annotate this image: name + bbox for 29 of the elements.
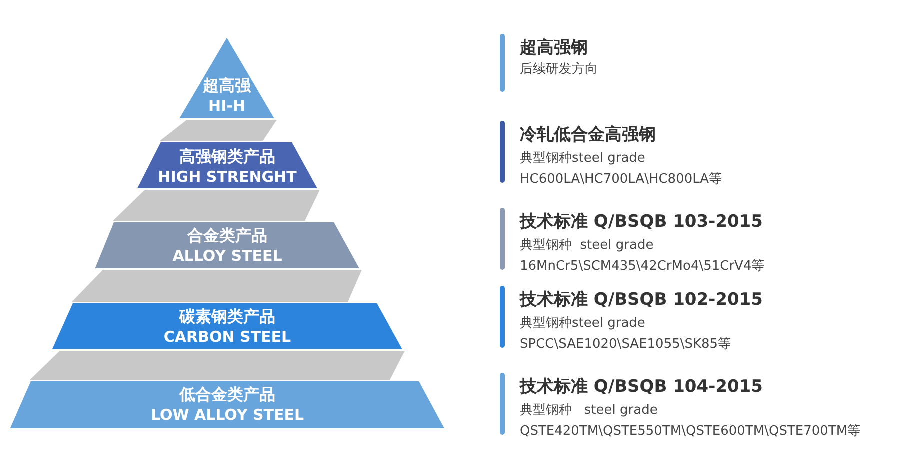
- note: 典型钢种 steel grade: [520, 237, 654, 254]
- heading: 冷轧低合金高强钢: [520, 124, 656, 146]
- heading: 技术标准 Q/BSQB 102-2015: [520, 289, 763, 311]
- grade-list: 16MnCr5\SCM435\42CrMo4\51CrV4等: [520, 257, 765, 275]
- pyramid-tier: [93, 221, 362, 270]
- tier-subtitle: HI-H: [208, 97, 246, 115]
- tier-subtitle: LOW ALLOY STEEL: [150, 406, 306, 424]
- tier-title: 超高强: [202, 76, 252, 97]
- heading: 技术标准 Q/BSQB 103-2015: [520, 211, 763, 233]
- grade-list: HC600LA\HC700LA\HC800LA等: [520, 170, 722, 188]
- tier-title: 合金类产品: [186, 226, 268, 247]
- note: 后续研发方向: [520, 61, 598, 78]
- note: 典型钢种steel grade: [520, 315, 646, 332]
- tier-title: 低合金类产品: [178, 385, 276, 406]
- pyramid-tier: [135, 141, 320, 190]
- tier-title: 高强钢类产品: [178, 147, 276, 168]
- grade-list: QSTE420TM\QSTE550TM\QSTE600TM\QSTE700TM等: [520, 422, 861, 440]
- tier-subtitle: CARBON STEEL: [162, 328, 292, 346]
- grade-list: SPCC\SAE1020\SAE1055\SK85等: [520, 335, 732, 353]
- tier-subtitle: ALLOY STEEL: [172, 247, 284, 265]
- note: 典型钢种steel grade: [520, 150, 646, 167]
- tier-subtitle: HIGH STRENGHT: [157, 168, 298, 186]
- note: 典型钢种 steel grade: [520, 402, 658, 419]
- pyramid-tier: [8, 380, 447, 430]
- heading: 技术标准 Q/BSQB 104-2015: [520, 376, 763, 398]
- pyramid-tier: [50, 302, 405, 351]
- pyramid-top: [177, 35, 277, 120]
- heading: 超高强钢: [520, 37, 588, 59]
- tier-title: 碳素钢类产品: [178, 307, 276, 328]
